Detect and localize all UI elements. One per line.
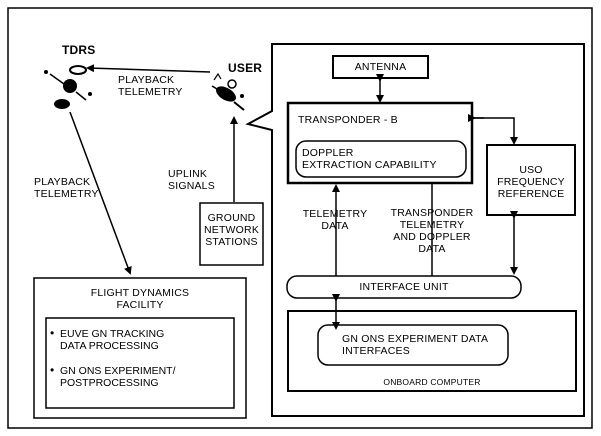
uso-frequency-box <box>486 144 576 216</box>
uplink-signals-label: UPLINK SIGNALS <box>168 168 215 192</box>
tdrs-label: TDRS <box>62 43 96 57</box>
fdf-item-euve: EUVE GN TRACKING DATA PROCESSING <box>60 328 165 352</box>
playback-telemetry-top-label: PLAYBACK TELEMETRY <box>118 74 183 98</box>
onboard-computer-box <box>287 310 577 392</box>
bullet-icon: • <box>50 363 55 377</box>
spacecraft-callout-box <box>245 43 585 417</box>
bullet-icon: • <box>50 326 55 340</box>
fdf-item-gn-ons: GN ONS EXPERIMENT/ POSTPROCESSING <box>60 365 176 389</box>
doppler-extraction-label: DOPPLER EXTRACTION CAPABILITY <box>302 147 437 171</box>
playback-telemetry-arrow-left <box>69 111 132 275</box>
flight-dynamics-facility-box <box>33 277 247 419</box>
interface-unit-label: INTERFACE UNIT <box>359 281 449 293</box>
playback-telemetry-arrow-top <box>86 64 211 73</box>
gn-ons-interfaces-label: GN ONS EXPERIMENT DATA INTERFACES <box>342 333 489 357</box>
flight-dynamics-facility-title: FLIGHT DYNAMICS FACILITY <box>90 287 190 311</box>
transponder-telemetry-label: TRANSPONDER TELEMETRY AND DOPPLER DATA <box>390 207 474 255</box>
user-satellite-icon <box>211 72 245 111</box>
fdf-inner-box <box>45 317 235 409</box>
transponder-b-box <box>286 101 474 185</box>
outer-frame <box>7 7 593 429</box>
tdrs-satellite-icon <box>44 65 92 109</box>
transponder-b-label: TRANSPONDER - B <box>298 114 398 126</box>
doppler-extraction-box <box>295 140 467 178</box>
telemetry-data-label: TELEMETRY DATA <box>302 208 368 232</box>
ground-network-stations-box <box>199 202 264 266</box>
transponder-uso-link <box>474 117 518 145</box>
playback-telemetry-left-label: PLAYBACK TELEMETRY <box>34 176 99 200</box>
interface-unit-box <box>286 275 522 299</box>
uso-frequency-label: USO FREQUENCY REFERENCE <box>497 164 565 200</box>
gn-ons-interfaces-box <box>317 324 509 366</box>
antenna-label: ANTENNA <box>354 61 407 73</box>
onboard-computer-label: ONBOARD COMPUTER <box>383 377 481 387</box>
user-label: USER <box>228 61 263 75</box>
ground-network-stations-label: GROUND NETWORK STATIONS <box>203 212 260 248</box>
